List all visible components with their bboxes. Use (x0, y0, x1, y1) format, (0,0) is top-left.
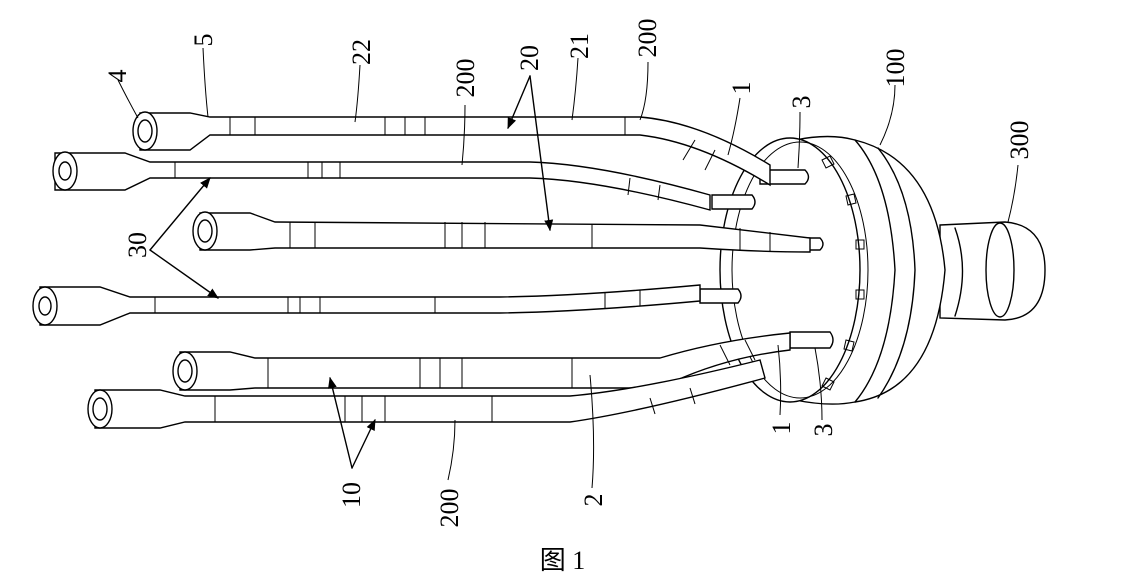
label-3-bottom: 3 (809, 424, 838, 437)
tube-top (132, 111, 771, 187)
figure-caption: 图 1 (539, 546, 586, 575)
label-4: 4 (103, 70, 132, 83)
label-30: 30 (123, 232, 152, 258)
leader-lines (117, 47, 1019, 489)
tube-second (52, 151, 711, 211)
label-5: 5 (189, 34, 218, 47)
tube-fourth (32, 284, 701, 326)
tube-fifth (172, 332, 791, 391)
label-200-bottom: 200 (435, 489, 464, 528)
label-200-top: 200 (633, 19, 662, 58)
label-200-mid: 200 (451, 59, 480, 98)
label-22: 22 (347, 39, 376, 65)
reference-labels: 4 5 22 20 21 200 200 1 3 100 300 30 1 3 … (103, 19, 1034, 528)
label-1-top: 1 (727, 82, 756, 95)
label-20: 20 (515, 45, 544, 71)
label-2: 2 (579, 494, 608, 507)
label-1-bottom: 1 (767, 422, 796, 435)
label-10: 10 (337, 482, 366, 508)
tube-bottom (87, 359, 766, 429)
motor-300 (939, 221, 1046, 321)
label-3-top: 3 (787, 96, 816, 109)
tube-middle (192, 211, 811, 253)
label-21: 21 (565, 33, 594, 59)
label-300: 300 (1005, 121, 1034, 160)
label-100: 100 (881, 49, 910, 88)
